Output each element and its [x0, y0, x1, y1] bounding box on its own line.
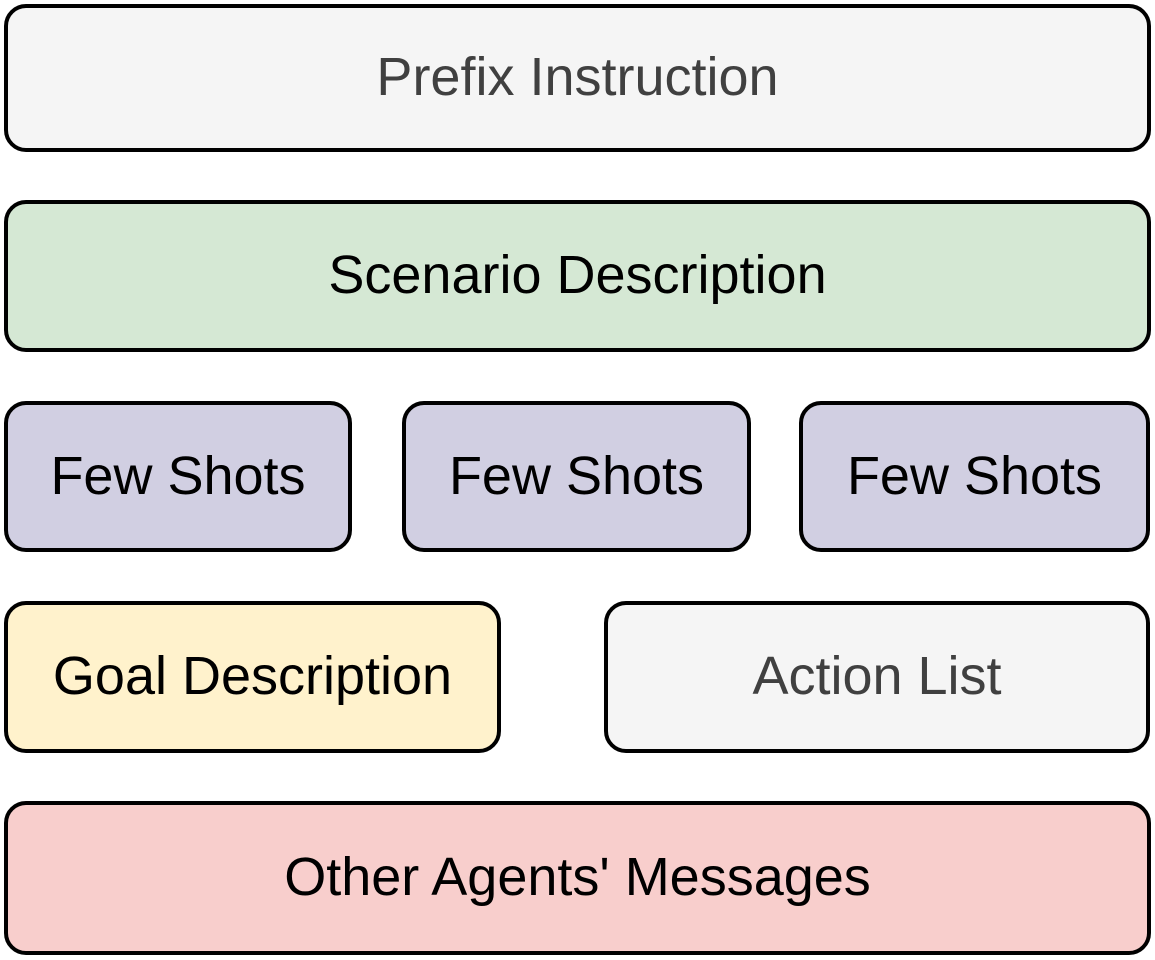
few-shots-label-1: Few Shots	[50, 445, 306, 506]
goal-description-label: Goal Description	[52, 646, 453, 707]
action-list-label: Action List	[752, 646, 1002, 707]
other-agents-messages-label: Other Agents' Messages	[284, 847, 871, 908]
few-shots-label-2: Few Shots	[448, 445, 705, 506]
prefix-instruction-box: Prefix Instruction	[4, 4, 1151, 152]
few-shots-box-2: Few Shots	[402, 401, 751, 552]
few-shots-box-1: Few Shots	[4, 401, 352, 552]
prefix-instruction-label: Prefix Instruction	[376, 47, 779, 108]
few-shots-label-3: Few Shots	[846, 445, 1103, 506]
scenario-description-label: Scenario Description	[328, 245, 827, 306]
other-agents-messages-box: Other Agents' Messages	[4, 801, 1151, 955]
scenario-description-box: Scenario Description	[4, 200, 1151, 352]
few-shots-box-3: Few Shots	[799, 401, 1150, 552]
goal-description-box: Goal Description	[4, 601, 501, 753]
action-list-box: Action List	[604, 601, 1150, 753]
